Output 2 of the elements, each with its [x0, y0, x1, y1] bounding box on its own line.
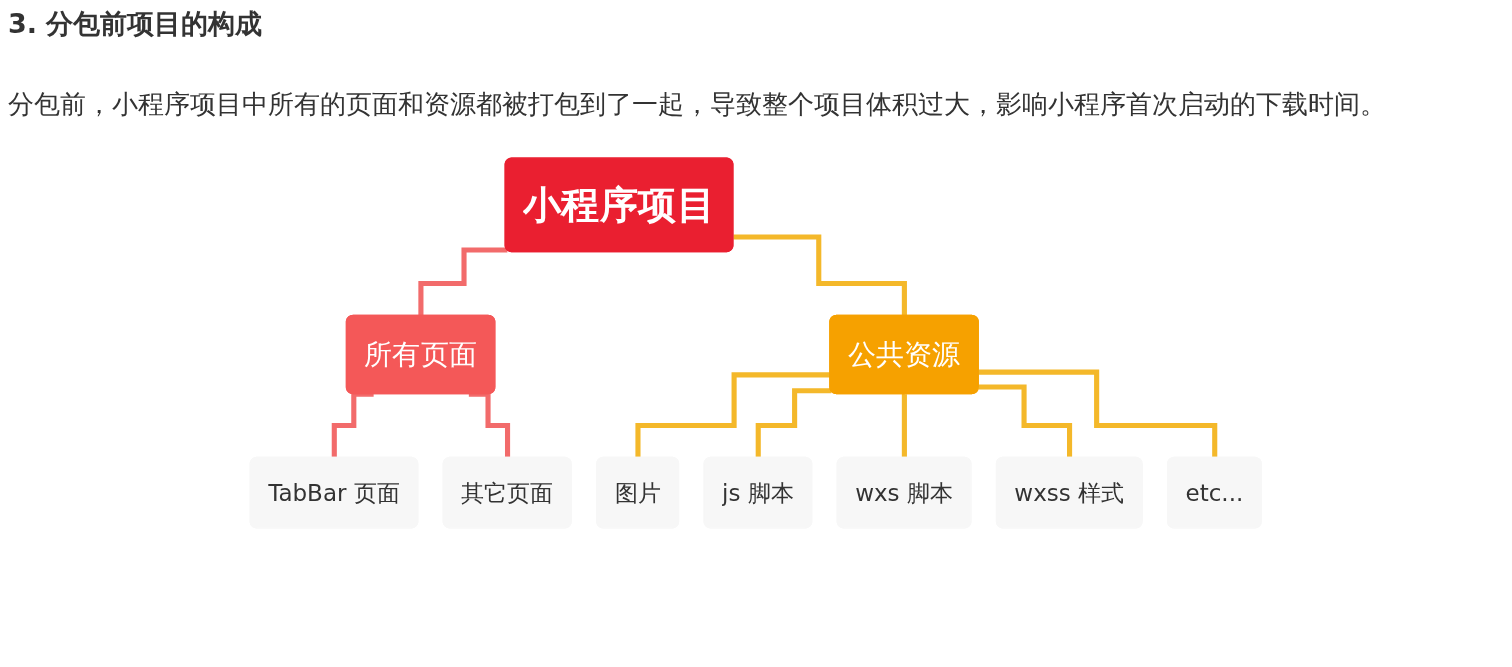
- title: 3. 分包前项目的构成: [8, 7, 264, 41]
- paragraph: 分包前，小程序项目中所有的页面和资源都被打包到了一起，导致整个项目体积过大，影响小程序首次启动的下载时间。: [8, 88, 1387, 121]
